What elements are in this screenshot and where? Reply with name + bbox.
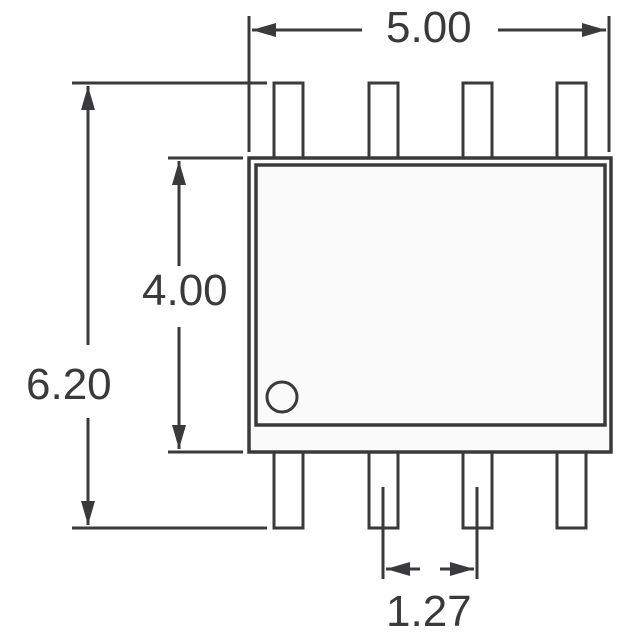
bottom-pins	[272, 450, 588, 530]
body-height-dimension-label: 4.00	[142, 266, 228, 315]
overall-height-dimension-label: 6.20	[26, 360, 112, 409]
pin-pitch-dimension-label: 1.27	[386, 587, 472, 636]
top-pins	[272, 81, 588, 160]
width-dimension-label: 5.00	[386, 3, 472, 52]
